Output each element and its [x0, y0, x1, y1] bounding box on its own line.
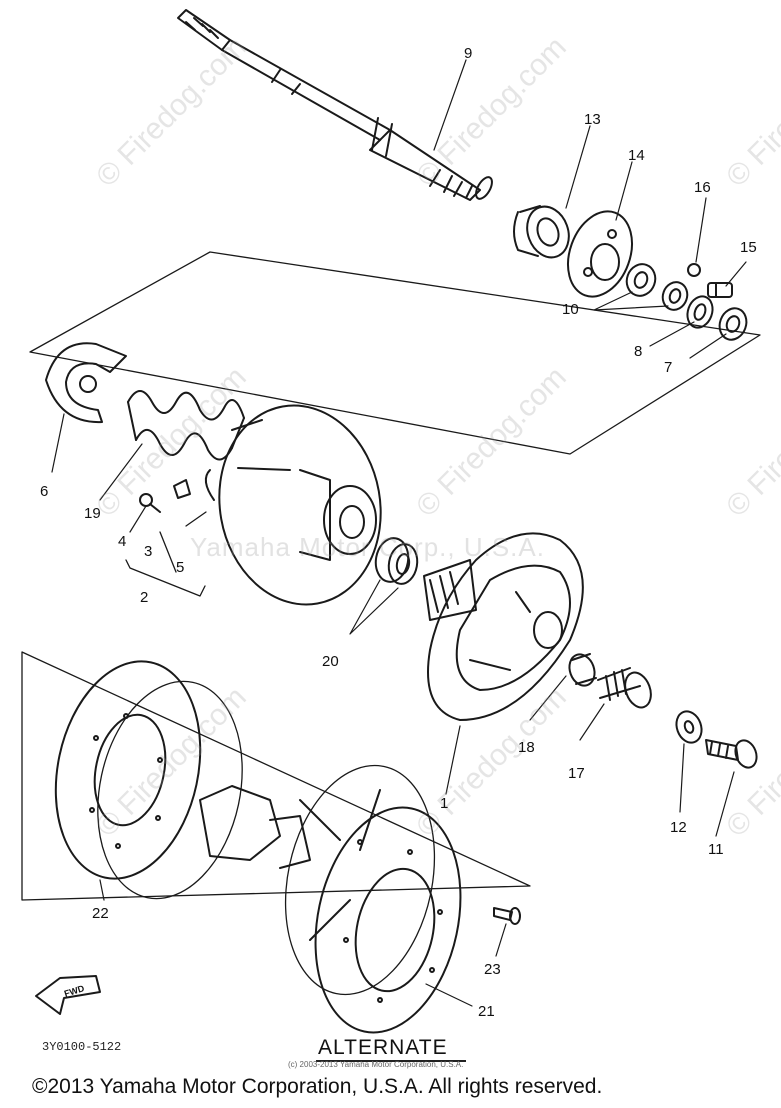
part-9-shaft: [177, 9, 493, 201]
callout-7: 7: [664, 359, 673, 376]
callout-20: 20: [322, 653, 339, 670]
fwd-arrow-icon: [35, 975, 101, 1015]
callout-4: 4: [118, 533, 127, 550]
callout-19: 19: [84, 505, 101, 522]
group-2-bracket: [125, 531, 206, 597]
callout-6: 6: [40, 483, 49, 500]
part-5-leader: [185, 511, 207, 527]
alternate-outline: [21, 651, 531, 901]
part-11-bolt: [705, 739, 758, 769]
part-20-collar-a: [374, 537, 410, 583]
alternate-hub: [97, 680, 436, 996]
part-22-disc: [54, 660, 202, 880]
part-20-collar-b: [387, 543, 419, 585]
part-10-washer-b: [661, 281, 689, 311]
callout-13: 13: [584, 111, 601, 128]
part-23-bolt: [493, 907, 521, 925]
assembly-outline: [29, 251, 761, 455]
part-14-housing: [567, 210, 633, 298]
callout-21: 21: [478, 1003, 495, 1020]
callout-12: 12: [670, 819, 687, 836]
callout-10: 10: [562, 301, 579, 318]
callout-2: 2: [140, 589, 149, 606]
callout-9: 9: [464, 45, 473, 62]
diagram-code: 3Y0100-5122: [42, 1040, 122, 1054]
callout-16: 16: [694, 179, 711, 196]
part-21-disc: [314, 806, 462, 1034]
callout-22: 22: [92, 905, 109, 922]
part-3-roller: [173, 479, 191, 499]
callout-5: 5: [176, 559, 185, 576]
part-12-washer: [675, 710, 703, 744]
part-17-damper: [597, 667, 652, 709]
part-16-nut: [687, 263, 701, 277]
part-15-bolt: [707, 282, 733, 298]
part-19-spring: [127, 390, 245, 461]
callout-14: 14: [628, 147, 645, 164]
callout-1: 1: [440, 795, 449, 812]
callout-17: 17: [568, 765, 585, 782]
callout-3: 3: [144, 543, 153, 560]
copyright-text: ©2013 Yamaha Motor Corporation, U.S.A. A…: [32, 1075, 603, 1098]
alternate-label: ALTERNATE: [318, 1036, 448, 1059]
callout-23: 23: [484, 961, 501, 978]
leader-lines: [51, 59, 747, 1007]
small-copyright: (c) 2003-2013 Yamaha Motor Corporation, …: [288, 1060, 464, 1069]
part-8-spacer: [686, 295, 714, 329]
part-4-screw: [139, 493, 161, 513]
part-1-fixed-sheave: [423, 532, 584, 721]
part-6-spring-seat: [45, 342, 127, 424]
callout-15: 15: [740, 239, 757, 256]
alternate-underline: [316, 1060, 466, 1062]
callout-11: 11: [708, 841, 724, 858]
callout-18: 18: [518, 739, 535, 756]
part-13-bearing: [513, 205, 570, 259]
part-10-washer-a: [625, 263, 657, 297]
part-18-collar: [568, 653, 597, 687]
movable-sheave: [204, 404, 382, 606]
part-7-washer: [718, 307, 748, 341]
callout-8: 8: [634, 343, 643, 360]
